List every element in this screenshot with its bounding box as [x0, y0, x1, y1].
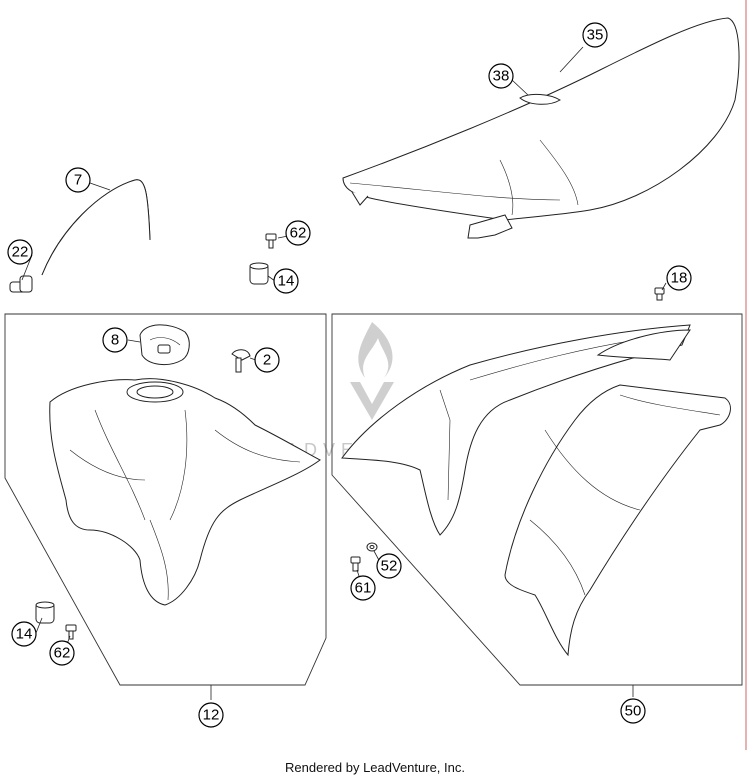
svg-text:61: 61 [355, 580, 372, 597]
fuel-tank [49, 378, 321, 606]
shroud-screw-part [350, 556, 361, 572]
callout-62-bottom: 62 [49, 640, 75, 666]
callout-14-bottom: 14 [11, 621, 37, 647]
callout-50: 50 [620, 698, 646, 724]
bolt-tank-part [231, 349, 251, 373]
callout-2: 2 [254, 347, 280, 373]
callout-8: 8 [102, 327, 128, 353]
svg-text:52: 52 [381, 558, 398, 575]
screw-top-part [265, 233, 277, 249]
callout-7: 7 [65, 167, 91, 193]
callout-22: 22 [7, 239, 33, 265]
svg-text:14: 14 [278, 273, 295, 290]
svg-text:22: 22 [12, 244, 29, 261]
svg-text:14: 14 [16, 626, 33, 643]
svg-text:8: 8 [111, 332, 119, 349]
spacer-bottom-part [35, 601, 55, 624]
screw-right-part [654, 287, 665, 301]
callout-38: 38 [488, 63, 514, 89]
shroud-washer-part [366, 542, 378, 552]
seat [342, 17, 740, 239]
svg-text:35: 35 [587, 27, 604, 44]
fuel-hose [41, 179, 151, 276]
callout-18: 18 [666, 265, 692, 291]
leader-lines [21, 46, 667, 700]
callout-62-top: 62 [285, 220, 311, 246]
footer-credit: Rendered by LeadVenture, Inc. [285, 760, 465, 775]
svg-text:62: 62 [54, 645, 71, 662]
callout-61: 61 [350, 575, 376, 601]
callout-14-top: 14 [273, 268, 299, 294]
svg-text:18: 18 [671, 270, 688, 287]
callout-12: 12 [198, 702, 224, 728]
left-radiator-shroud [341, 324, 691, 536]
callout-52: 52 [376, 553, 402, 579]
shroud-group-frame [331, 313, 743, 686]
svg-text:62: 62 [290, 225, 307, 242]
tank-group-frame [4, 313, 327, 686]
elbow-fitting [9, 275, 33, 293]
screw-bottom-part [65, 624, 77, 640]
spacer-top-part [249, 262, 269, 285]
right-radiator-shroud [504, 384, 731, 657]
svg-text:12: 12 [203, 707, 220, 724]
fuel-cap [139, 324, 190, 366]
svg-text:38: 38 [493, 68, 510, 85]
svg-text:50: 50 [625, 703, 642, 720]
svg-text:7: 7 [74, 172, 82, 189]
svg-text:2: 2 [263, 352, 271, 369]
callout-35: 35 [582, 22, 608, 48]
